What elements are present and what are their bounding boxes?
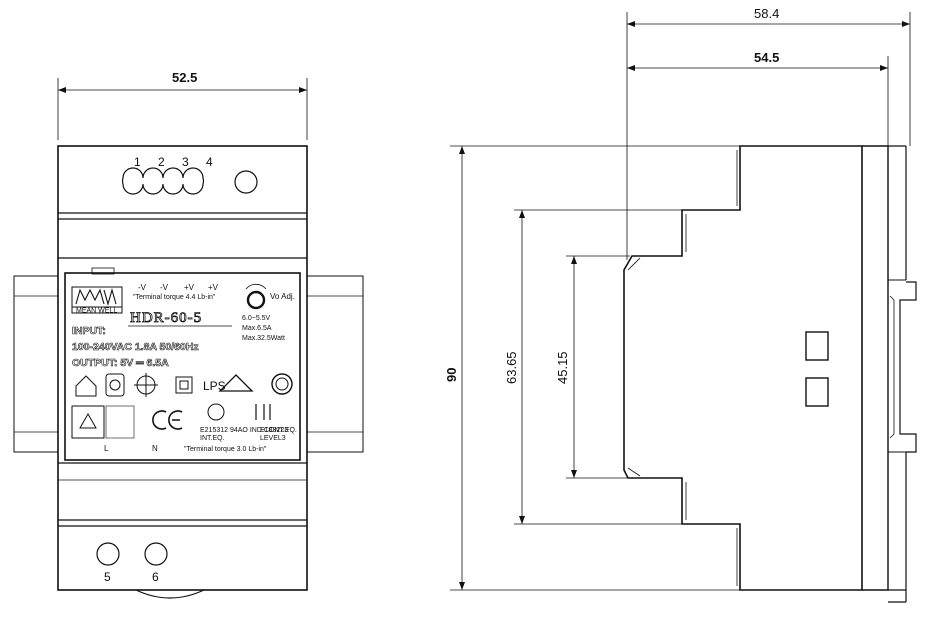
rating-line-3: Max.32.5Watt xyxy=(242,335,285,342)
input-title: INPUT: xyxy=(72,325,106,337)
top-terminal-numbers: 1 2 3 4 xyxy=(134,155,213,169)
terminal-number-5: 5 xyxy=(104,570,111,584)
mean-well-logo xyxy=(71,286,123,314)
pin-plus-v-1: +V xyxy=(184,283,195,292)
pin-minus-v-1: -V xyxy=(138,283,147,292)
output-spec: OUTPUT: 5V ═ 6.5A xyxy=(72,357,169,369)
house-icon xyxy=(75,375,97,397)
terminal-number-1: 1 xyxy=(134,155,141,169)
input-label-n: N xyxy=(152,444,158,453)
cert-code-3: LEVEL3 xyxy=(260,435,286,442)
terminal-screw-top-extra xyxy=(234,170,258,194)
rating-line-1: 6.0~5.5V xyxy=(242,315,271,322)
side-profile xyxy=(623,145,863,591)
input-label-l: L xyxy=(104,444,109,453)
double-insulation-icon xyxy=(175,376,193,394)
side-slot-upper xyxy=(805,331,829,361)
torque-bottom-text: "Terminal torque 3.0 Lb-in" xyxy=(184,446,267,453)
transformer-icon xyxy=(105,373,125,397)
terminal-number-3: 3 xyxy=(182,155,189,169)
adj-label: Vo Adj. xyxy=(270,292,295,301)
triangle-mark xyxy=(218,374,254,392)
pin-minus-v-2: -V xyxy=(160,283,169,292)
adjust-potentiometer-icon xyxy=(246,290,266,310)
pin-plus-v-2: +V xyxy=(208,283,219,292)
ce-mark xyxy=(152,410,183,430)
side-slot-lower xyxy=(805,377,829,407)
terminal-screw-5 xyxy=(96,542,120,566)
product-label xyxy=(64,272,301,461)
terminal-number-4: 4 xyxy=(206,155,213,169)
ul-listed-mark xyxy=(207,403,225,421)
dimension-height: 90 xyxy=(444,368,459,382)
dimension-inner: 45.15 xyxy=(555,351,570,384)
ul-text: E215312 94AO IND.CONT.EQ. xyxy=(200,427,297,434)
torque-top-text: "Terminal torque 4.4 Lb-in" xyxy=(133,294,216,301)
input-spec: 100-240VAC 1.8A 50/60Hz xyxy=(72,341,199,353)
efficiency-mark xyxy=(271,373,293,395)
cert-code-1: E183223 xyxy=(260,427,288,434)
terminal-number-2: 2 xyxy=(158,155,165,169)
dimension-front-width: 52.5 xyxy=(172,70,197,85)
model-name: HDR-60-5 xyxy=(130,310,202,326)
side-view xyxy=(450,12,917,603)
brand-text: MEAN WELL xyxy=(76,308,117,315)
label-contents: MEAN WELL -V -V +V +V "Terminal torque 4… xyxy=(71,283,297,453)
dimension-total-depth: 58.4 xyxy=(754,6,779,21)
terminal-number-6: 6 xyxy=(152,570,159,584)
cert-code-2: INT.EQ. xyxy=(200,435,225,442)
ul-recognized-mark xyxy=(255,404,271,420)
lps-mark: LPS xyxy=(203,379,226,393)
no-ground-icon xyxy=(134,373,158,397)
terminal-screw-6 xyxy=(144,542,168,566)
front-view xyxy=(13,78,364,599)
dimension-body-depth: 54.5 xyxy=(754,50,779,65)
dimension-step: 63.65 xyxy=(504,351,519,384)
rating-line-2: Max.6.5A xyxy=(242,325,272,332)
